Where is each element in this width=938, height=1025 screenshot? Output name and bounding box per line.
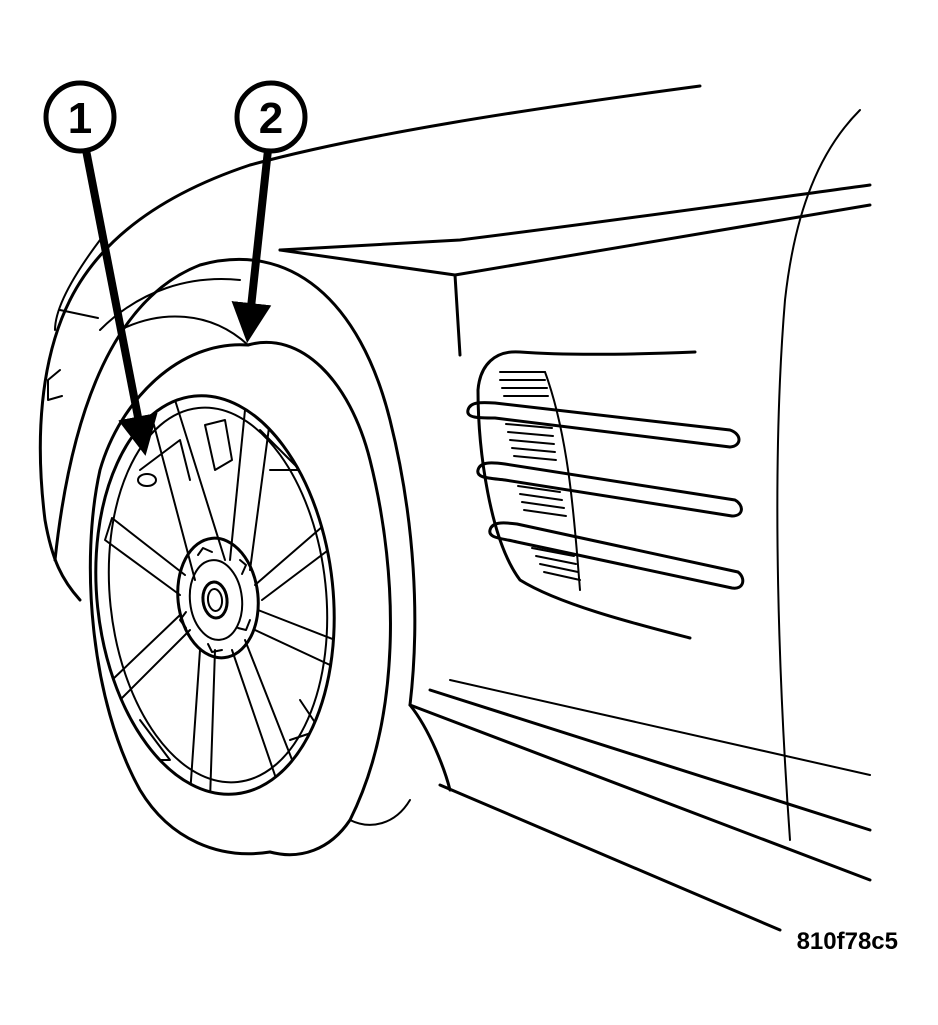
- fender-arch: [53, 257, 417, 707]
- callout-1-label: 1: [68, 94, 92, 143]
- callout-1: 1: [43, 80, 158, 456]
- callout-2: 2: [231, 80, 308, 343]
- valve-stem: [137, 473, 157, 487]
- callout-1-leader: [82, 149, 158, 456]
- callout-1-circle: [43, 80, 117, 154]
- callout-2-circle: [234, 80, 308, 154]
- callout-2-label: 2: [259, 94, 283, 143]
- tire: [88, 315, 411, 857]
- car-body-outline: [38, 84, 872, 932]
- callout-2-leader: [231, 149, 272, 343]
- figure-code: 810f78c5: [796, 928, 898, 955]
- side-vent: [453, 273, 745, 640]
